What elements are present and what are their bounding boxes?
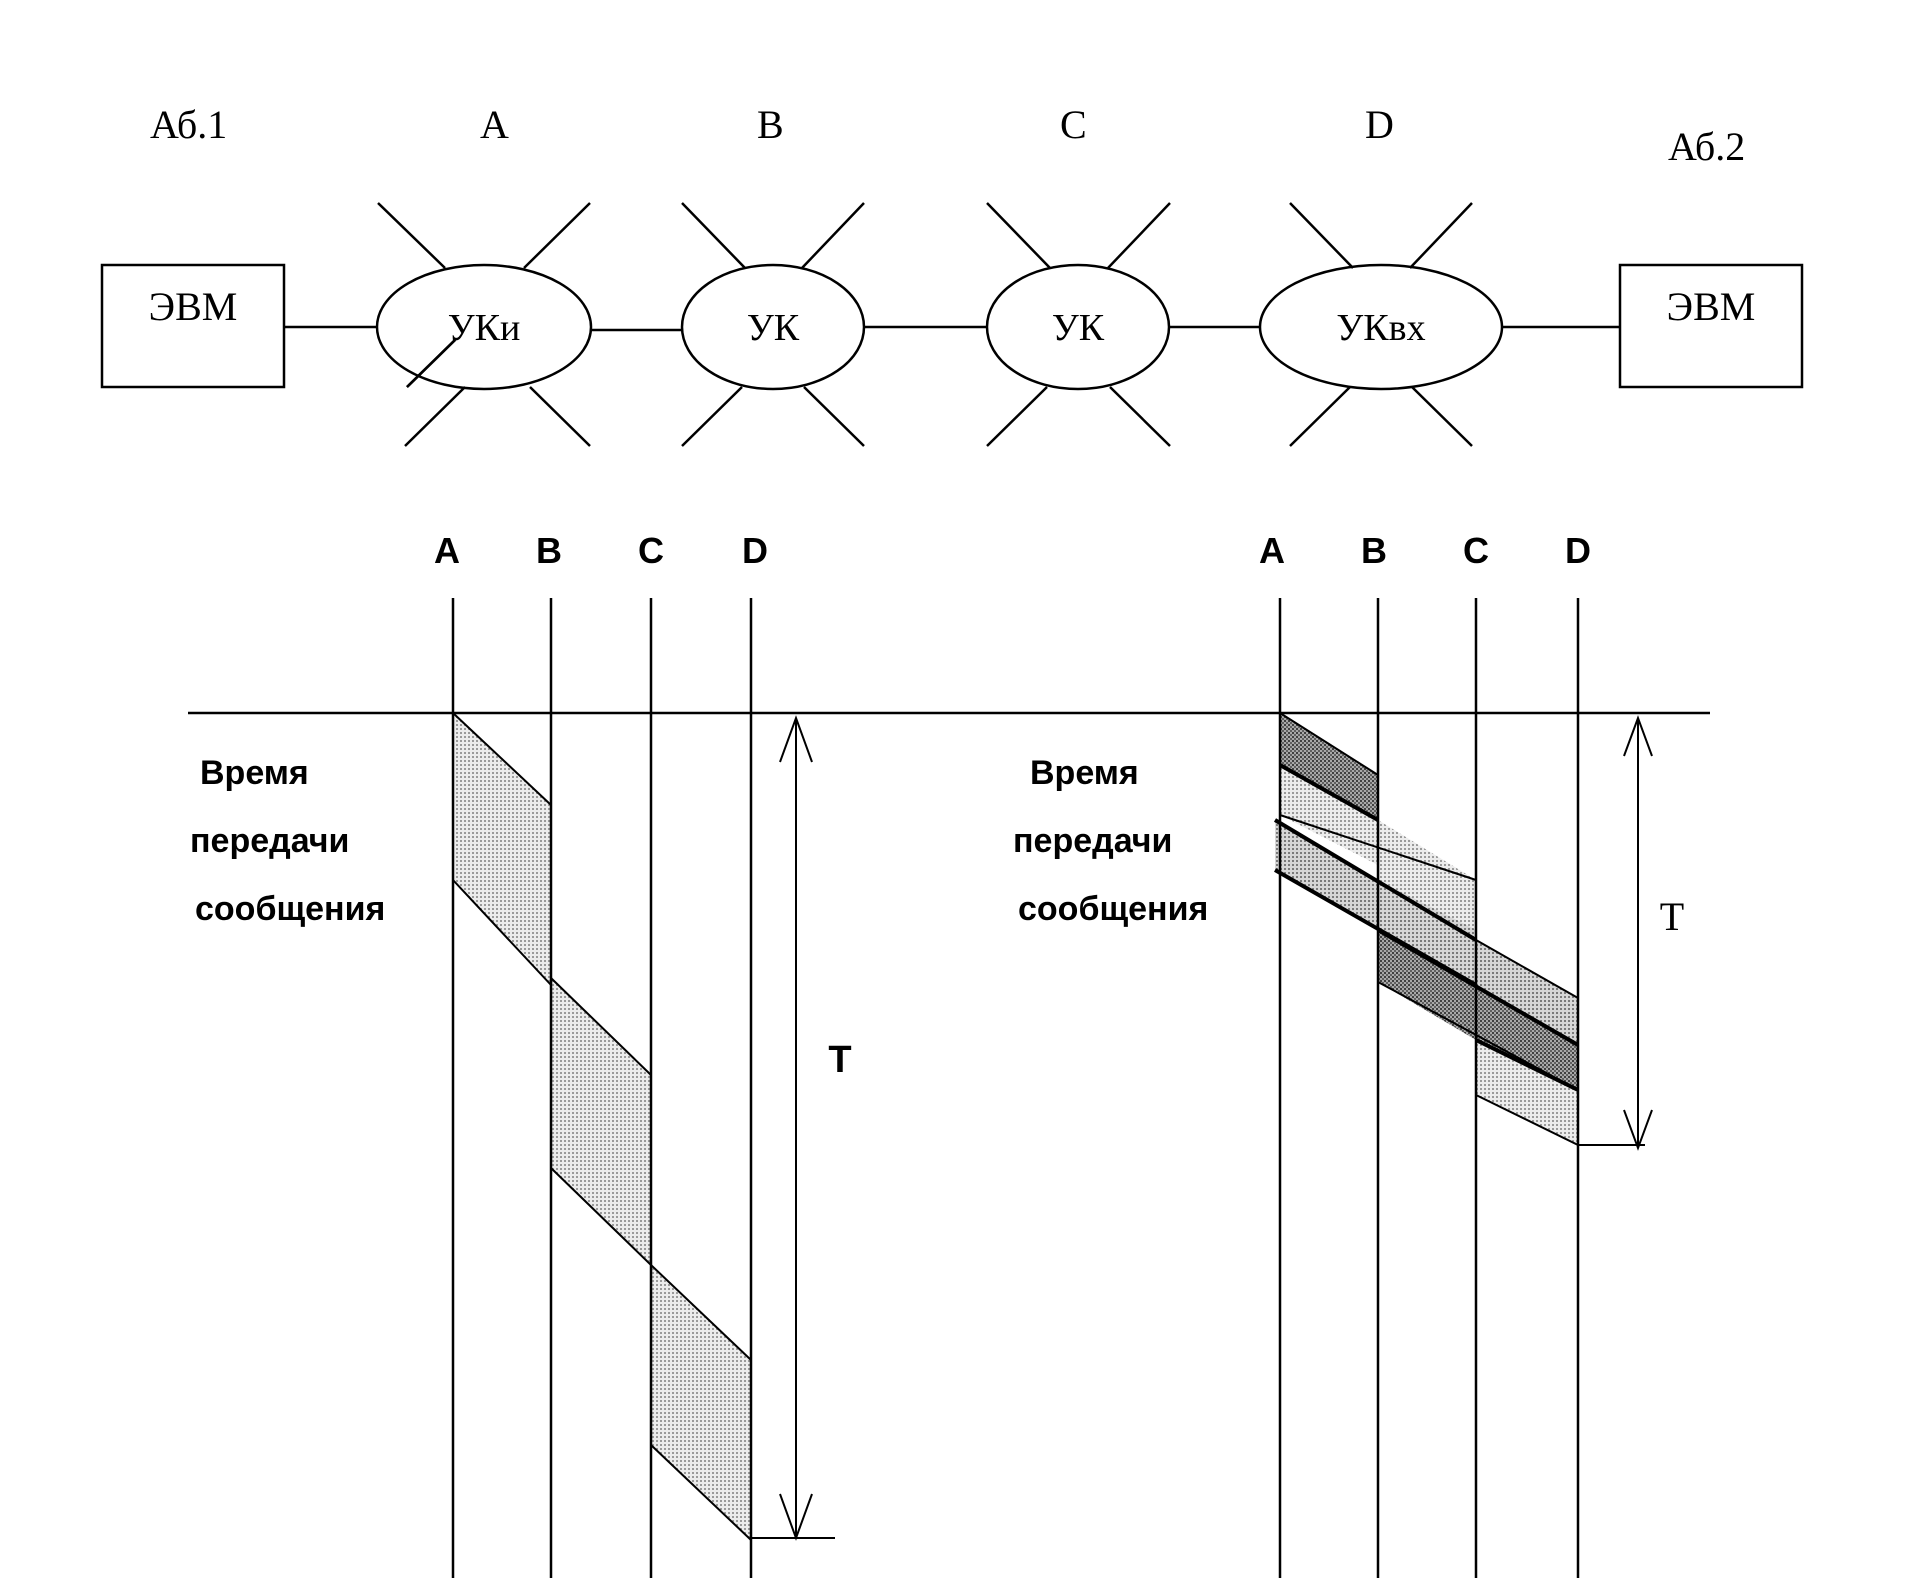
right-station-d: D <box>1565 530 1591 571</box>
packet-3-b-c <box>1378 930 1476 1040</box>
node-letter-b: B <box>757 102 784 147</box>
packet-2-c-d <box>1476 985 1578 1090</box>
computer-left-label: ЭВМ <box>149 284 238 329</box>
left-block-a-b <box>453 713 551 985</box>
computer-right-label: ЭВМ <box>1667 284 1756 329</box>
node-a: УКи <box>375 202 593 447</box>
node-c-label: УК <box>1052 307 1105 349</box>
right-time-label-3: сообщения <box>1018 890 1208 928</box>
left-time-diagram: A B C D T Время передачи сообщения <box>190 530 852 1578</box>
packet-1-a-b <box>1280 713 1378 820</box>
node-d-label: УКвх <box>1336 307 1425 349</box>
left-time-label-1: Время <box>200 754 309 792</box>
node-d: УКвх <box>1258 202 1504 447</box>
packet-2-b-c <box>1378 880 1476 985</box>
left-station-c: C <box>638 530 664 571</box>
left-block-b-c <box>551 978 651 1265</box>
right-time-label-1: Время <box>1030 754 1139 792</box>
right-station-c: C <box>1463 530 1489 571</box>
right-time-label-2: передачи <box>1013 822 1172 860</box>
left-time-label-3: сообщения <box>195 890 385 928</box>
node-letter-d: D <box>1365 102 1394 147</box>
left-station-b: B <box>536 530 562 571</box>
packet-3-a-b <box>1275 820 1378 930</box>
subscriber-right-label: Аб.2 <box>1668 124 1745 169</box>
right-period-label: T <box>1660 894 1684 939</box>
node-b: УК <box>680 202 866 447</box>
packet-1-b-c <box>1378 820 1476 940</box>
node-a-label: УКи <box>448 307 521 349</box>
left-period-label: T <box>828 1039 851 1081</box>
subscriber-left-label: Аб.1 <box>150 102 227 147</box>
right-station-a: A <box>1259 530 1285 571</box>
left-station-a: A <box>434 530 460 571</box>
packet-3-c-d <box>1476 1040 1578 1145</box>
node-letter-a: A <box>480 102 509 147</box>
node-letter-c: C <box>1060 102 1087 147</box>
left-station-d: D <box>742 530 768 571</box>
right-time-diagram: A B C D T <box>1013 530 1684 1578</box>
network-schema: Аб.1 A B C D Аб.2 ЭВМ ЭВМ УКи <box>100 102 1804 447</box>
packet-1-c-d <box>1476 940 1578 1045</box>
left-time-label-2: передачи <box>190 822 349 860</box>
right-station-b: B <box>1361 530 1387 571</box>
node-b-label: УК <box>747 307 800 349</box>
left-block-c-d <box>651 1265 751 1540</box>
node-c: УК <box>985 202 1171 447</box>
